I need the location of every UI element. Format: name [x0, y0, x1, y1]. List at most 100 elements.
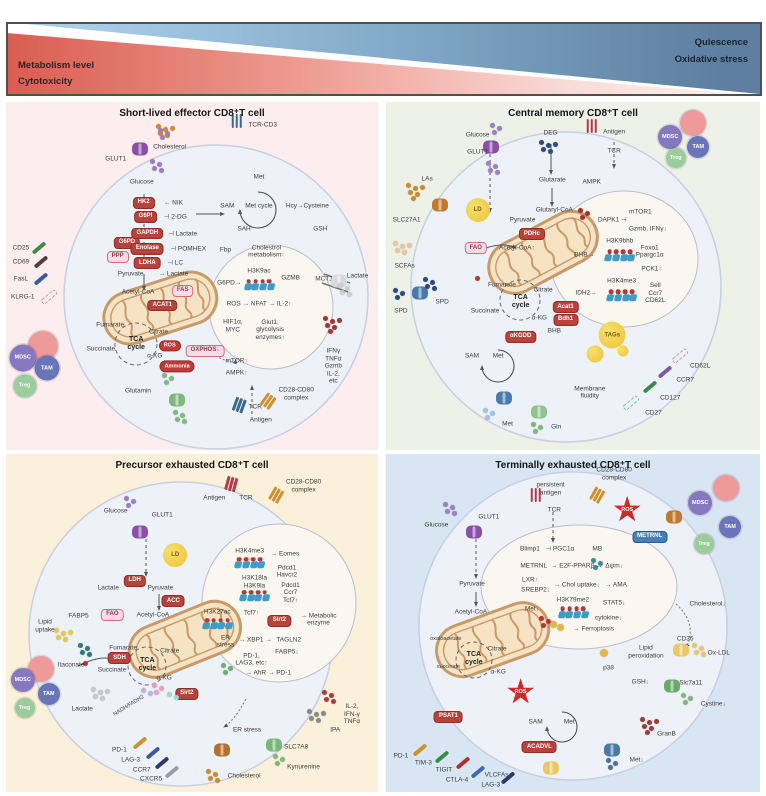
molecule-dots-icon — [273, 754, 293, 772]
diagram-label: Itaconate — [57, 661, 85, 669]
diagram-label: Glutarate — [539, 176, 566, 184]
metrnl-badge: METRNL — [632, 530, 668, 543]
cd25-receptor-icon — [32, 241, 47, 255]
diagram-label: Cholesterol — [227, 772, 261, 780]
diagram-label: ⊣ LC — [167, 259, 184, 267]
diagram-label: Acetyl-CoA — [121, 287, 155, 295]
cd36-transporter — [673, 643, 690, 657]
molecule-dots-icon — [321, 690, 342, 708]
enzyme-badge: ACADVL — [521, 741, 557, 753]
diagram-label: Met↓ — [524, 605, 539, 613]
molecule-dots-icon — [83, 661, 103, 679]
diagram-label: IPA — [330, 726, 341, 734]
diagram-label: ROS — [158, 339, 181, 352]
histone-marks-icon — [557, 606, 589, 618]
tim3-receptor-icon — [434, 749, 450, 764]
diagram-label: → Chol uptake↓ — [553, 581, 600, 589]
panel-title: Central memory CD8⁺T cell — [508, 108, 638, 119]
glut1-transporter — [131, 142, 148, 156]
tca-cycle-arrow — [127, 646, 167, 686]
histone-marks-icon — [201, 617, 233, 630]
gradient-legend: Metabolism level Cytotoxicity Quiescence… — [6, 22, 762, 96]
diagram-label: Citrate — [148, 327, 169, 335]
pathway-badge: FAO — [464, 242, 487, 255]
pd1-receptor-icon — [412, 743, 428, 757]
diagram-label: Met — [563, 718, 575, 726]
molecule-dots-icon — [306, 708, 327, 727]
diagram-label: ⊣ 2-DG — [163, 213, 187, 221]
tca-cycle-arrow — [499, 279, 541, 321]
transporter-icon — [665, 510, 682, 524]
diagram-label: Pdcd1 Havcr2 — [276, 564, 298, 579]
diagram-label: CCR7 — [132, 766, 151, 774]
cd127-receptor-icon — [642, 380, 658, 395]
diagram-label: Gln — [551, 423, 562, 431]
diagram-label: Glutamin — [125, 387, 152, 395]
diagram-label: IFNγ TNFα Gzmb IL-2, etc — [324, 347, 343, 385]
treg-cell: Treg — [665, 147, 686, 168]
diagram-label: Gzmb, IFNγ↓ — [628, 225, 667, 233]
enzyme-badge: ACC — [161, 595, 185, 607]
molecule-dots-icon — [392, 240, 413, 259]
diagram-label: succinate — [436, 663, 461, 670]
diagram-label: Lipid peroxidation — [628, 644, 664, 660]
diagram-label: Lactate — [71, 705, 93, 713]
diagram-label: → Metabolic enzyme — [300, 612, 337, 627]
fao-arrow — [485, 244, 517, 249]
gln-transporter — [531, 405, 548, 419]
diagram-label: Kynurenine — [287, 763, 321, 771]
klrg1-receptor-icon — [39, 288, 58, 305]
mdsc-cell: MDSC — [10, 668, 35, 693]
pathway-badge: PPP — [106, 250, 129, 263]
diagram-label: LAG-3 — [121, 756, 141, 764]
fasl-receptor-icon — [33, 272, 49, 287]
receptor-bars-icon — [267, 485, 284, 504]
met-transporter — [495, 391, 512, 405]
receptor-bars-icon — [589, 485, 606, 504]
diagram-label: Hcy→Cysteine — [285, 202, 329, 210]
cholesterol-dots-icon — [155, 124, 176, 142]
pd1-receptor-icon — [132, 736, 148, 750]
lipid-droplet-icon: LD — [163, 543, 188, 568]
met-transporter — [604, 743, 621, 757]
diagram-label: CXCR5 — [140, 775, 163, 783]
diagram-label: HIF1α, MYC — [223, 318, 243, 334]
diagram-label: TCA cycle — [138, 656, 157, 672]
diagram-label: Acetyl-CoA↑ — [499, 244, 535, 252]
tcr-icon — [530, 487, 541, 502]
glut1-transporter — [482, 140, 499, 154]
diagram-label: Fumarate — [488, 280, 516, 288]
diagram-label: GSH↓ — [631, 678, 649, 686]
molecule-dots-icon — [482, 407, 503, 426]
diagram-label: Lipid uptake — [35, 618, 55, 634]
diagram-label: CD27 — [645, 409, 662, 417]
diagram-label: Ammonia — [159, 360, 195, 373]
mdsc-cell: MDSC — [9, 344, 37, 372]
diagram-label: ER stress — [232, 726, 262, 734]
molecule-dots-icon — [150, 159, 170, 177]
diagram-label: DAPK1 ⊣ — [597, 216, 627, 224]
diagram-label: Antigen — [249, 416, 272, 424]
diagram-label: oxaloacetate — [430, 635, 462, 642]
molecule-dots-icon — [141, 688, 161, 706]
diagram-label: H3K18la H3K9la — [242, 574, 267, 590]
diagram-label: Blimp1 — [520, 544, 540, 552]
diagram-label: CCR7 — [676, 376, 695, 384]
tca-cycle-arrow — [114, 322, 158, 366]
diagram-label: Succinate — [97, 666, 127, 674]
cd27-receptor-icon — [622, 394, 640, 412]
tumor-cell — [679, 109, 706, 136]
molecule-dots-icon — [600, 649, 620, 667]
tam-cell: TAM — [34, 355, 60, 381]
diagram-label: SAM — [464, 352, 480, 360]
diagram-label: → AMA — [604, 581, 628, 589]
diagram-label: Foxo1 Ppargc1α — [635, 244, 664, 259]
molecule-dots-icon — [124, 495, 144, 514]
molecule-dots-icon — [490, 122, 510, 141]
diagram-label: TIM-3 — [414, 759, 432, 767]
treg-cell: Treg — [13, 374, 37, 398]
diagram-label: SAH — [237, 225, 251, 233]
diagram-label: GranB — [657, 730, 676, 738]
